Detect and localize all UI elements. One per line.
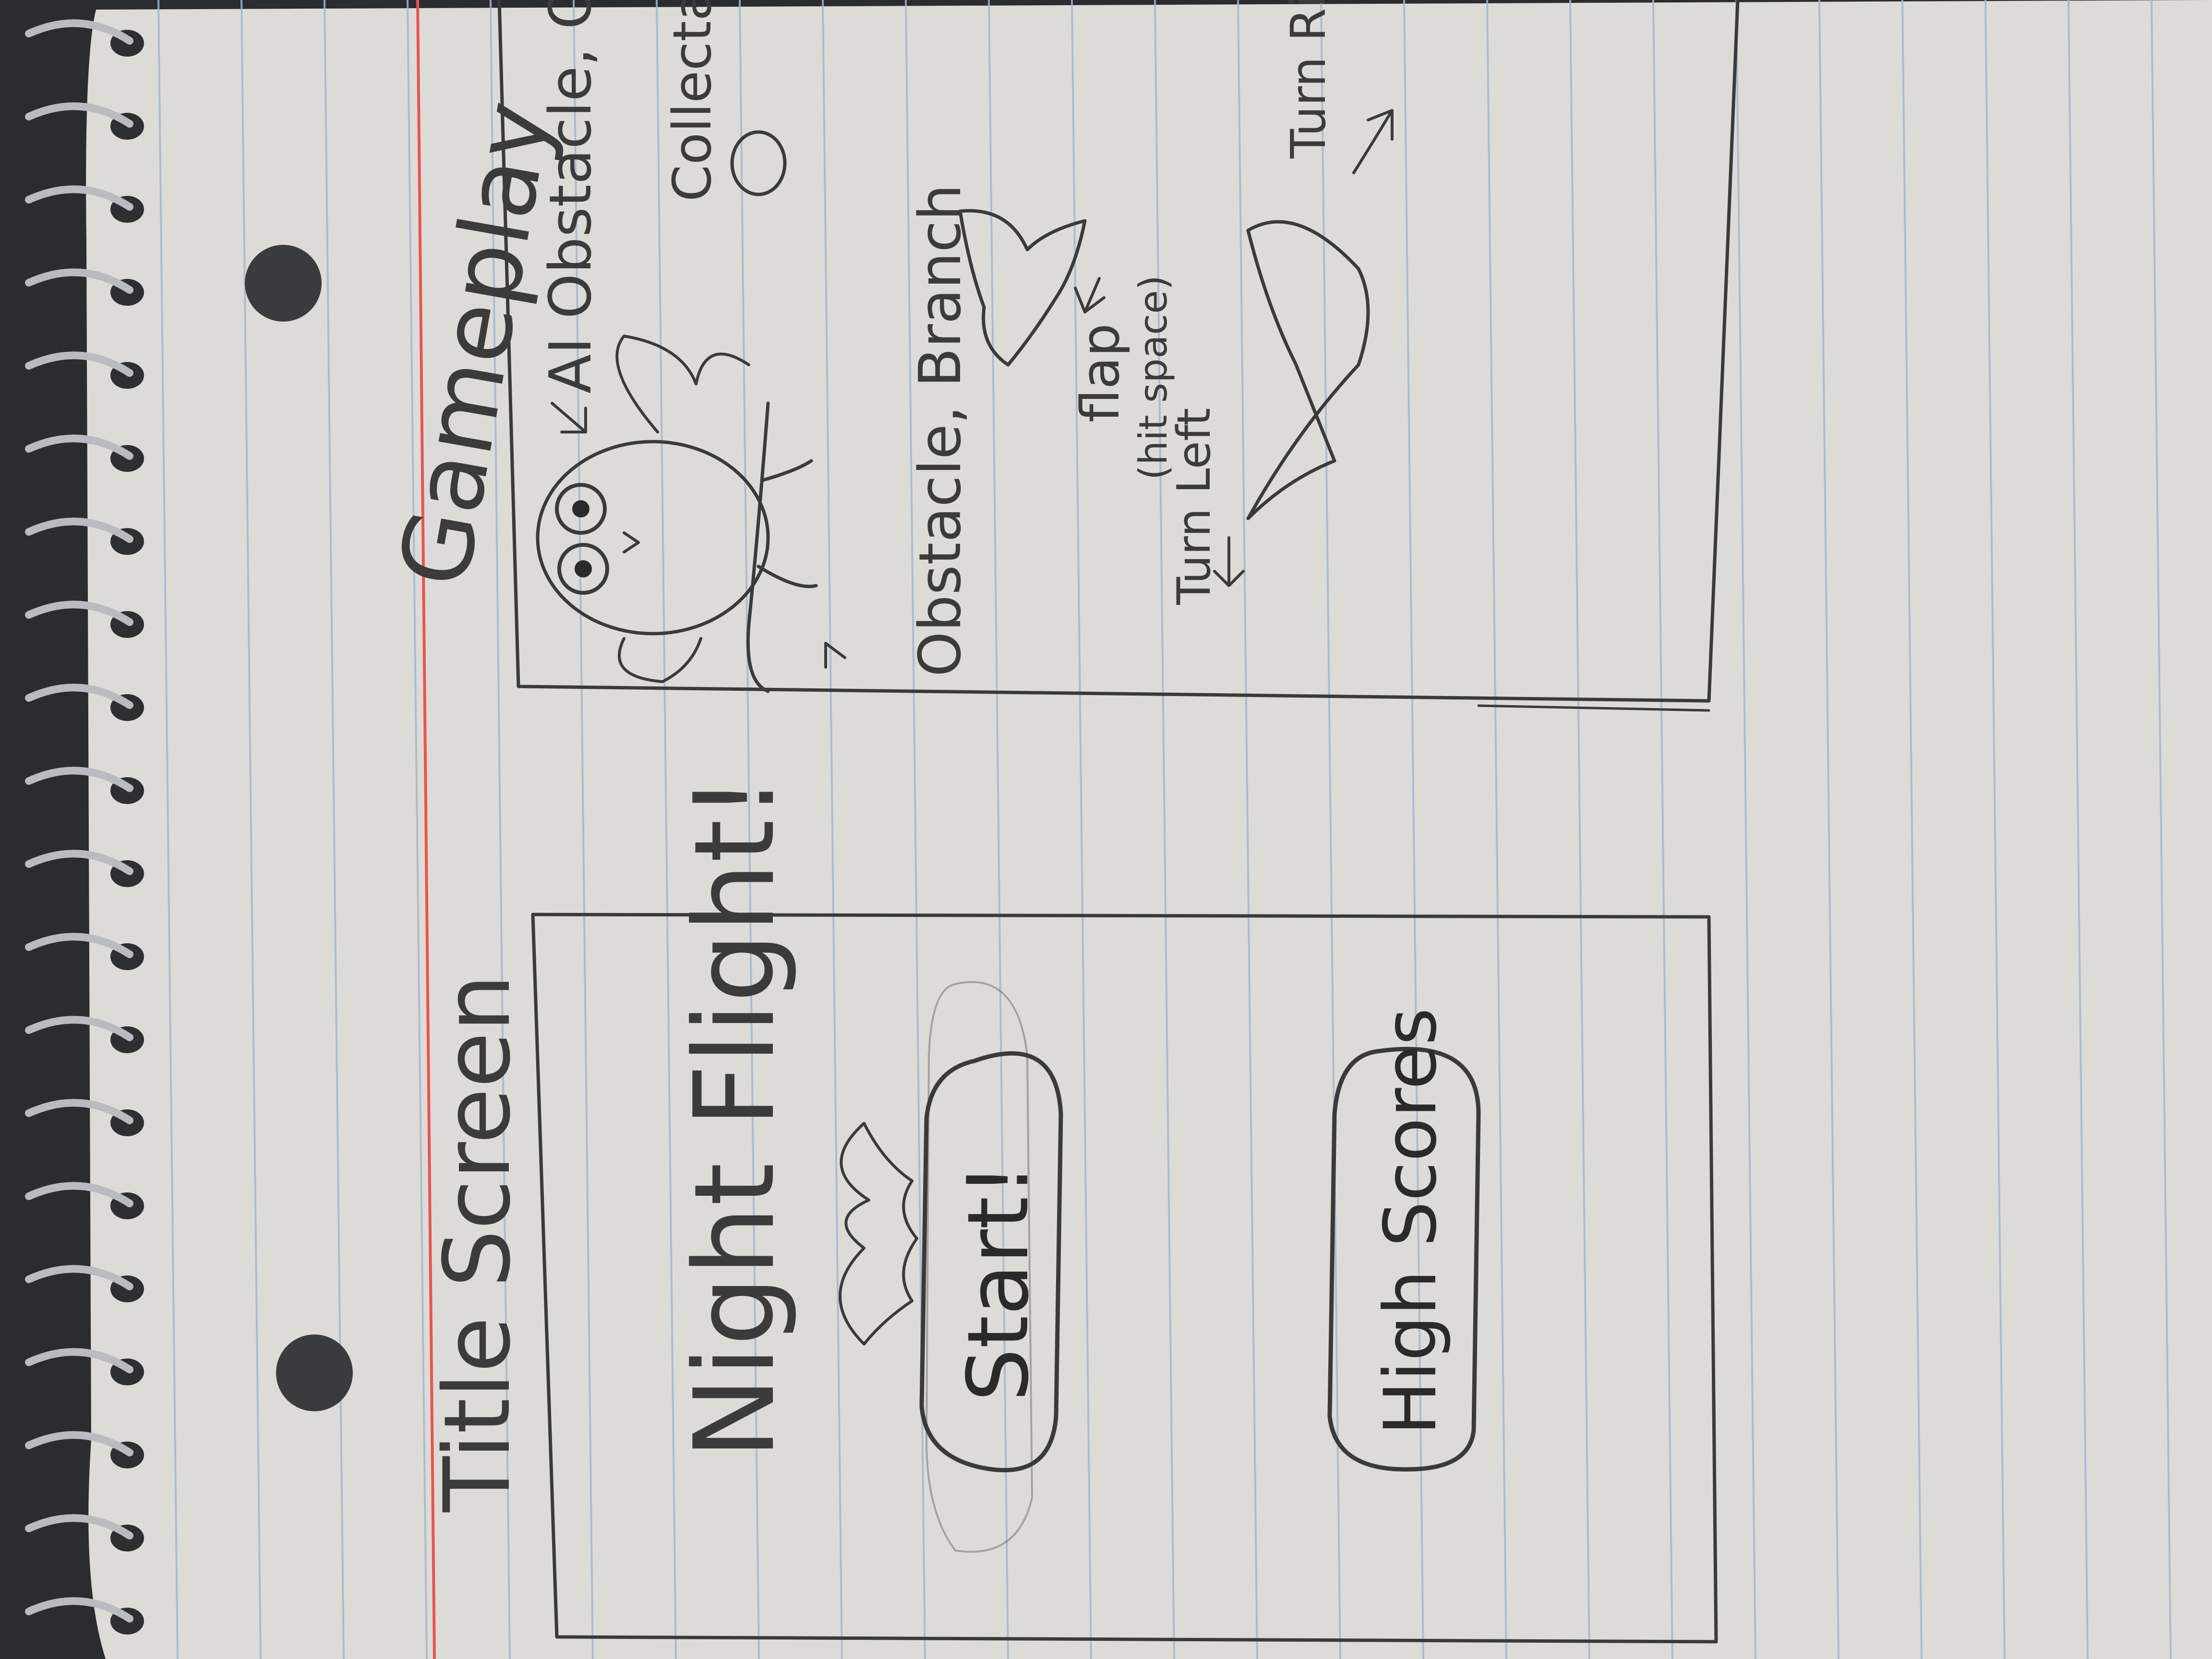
ruled-lines <box>157 0 2172 1659</box>
spiral-coil <box>25 102 133 128</box>
ruled-line <box>1154 0 1175 1659</box>
ruled-line <box>1652 0 1673 1659</box>
spiral-coil <box>25 1597 133 1623</box>
ruled-line <box>2151 0 2172 1659</box>
spiral-coil <box>25 601 133 626</box>
ruled-line <box>1984 0 2006 1659</box>
spiral-coil <box>25 684 133 709</box>
ruled-line <box>490 0 511 1659</box>
ruled-line <box>988 0 1009 1659</box>
ruled-line <box>2068 0 2089 1659</box>
start-button-label: Start! <box>950 1163 1047 1402</box>
spiral-coil <box>25 850 133 875</box>
spiral-coil <box>25 1514 133 1539</box>
gameplay-sketch: Gameplay AI Obstacle, Owl Collectable Ob… <box>378 0 1740 712</box>
flap-bird-icon <box>958 209 1087 367</box>
spiral-coil <box>25 1431 133 1456</box>
spiral-coil <box>25 434 133 460</box>
ruled-line <box>822 0 843 1659</box>
spiral-coil <box>25 517 133 543</box>
ruled-line <box>1320 0 1341 1659</box>
spiral-coil <box>25 767 133 792</box>
spiral-coil <box>25 933 133 958</box>
spiral-coil <box>25 19 133 45</box>
ruled-line <box>1071 0 1092 1659</box>
collectable-label: Collectable <box>661 0 723 202</box>
spiral-coil <box>25 268 133 294</box>
spiral-coil <box>25 351 133 377</box>
punch-hole <box>245 245 322 322</box>
title-screen-sketch: Title Screen Night Flight! Start! High S… <box>424 775 1718 1644</box>
ruled-line <box>1818 0 1839 1659</box>
spiral-coil <box>25 185 133 211</box>
branch-label: Obstacle, Branch <box>907 184 974 677</box>
spiral-coil <box>25 1016 133 1041</box>
spiral-coil <box>25 1099 133 1124</box>
ruled-line <box>1735 0 1756 1659</box>
flap-label: flap <box>1070 323 1131 422</box>
bat-icon <box>839 1122 918 1346</box>
ruled-line <box>1403 0 1424 1659</box>
spiral-coil <box>25 1265 133 1290</box>
collectable-icon <box>730 130 787 196</box>
high-scores-button[interactable]: High Scores <box>1327 1008 1481 1472</box>
start-button[interactable]: Start! <box>919 1051 1063 1473</box>
game-title: Night Flight! <box>671 775 799 1459</box>
ruled-line <box>1569 0 1590 1659</box>
branch-icon <box>746 401 818 693</box>
ai-obstacle-label: AI Obstacle, Owl <box>538 0 604 394</box>
notebook-page <box>86 0 2212 1659</box>
ruled-line <box>157 0 179 1659</box>
punch-hole <box>276 1334 353 1411</box>
ruled-line <box>1901 0 1923 1659</box>
ruled-line <box>240 0 262 1659</box>
ruled-line <box>1486 0 1507 1659</box>
flap-hint: (hit space) <box>1131 275 1176 480</box>
high-scores-button-label: High Scores <box>1369 1008 1453 1435</box>
ruled-line <box>739 0 760 1659</box>
title-screen-heading: Title Screen <box>424 974 530 1513</box>
spiral-binding <box>25 19 144 1635</box>
owl-icon <box>536 335 770 683</box>
ruled-line <box>573 0 594 1659</box>
ruled-line <box>1237 0 1258 1659</box>
margin-line <box>416 0 436 1659</box>
turn-bird-icon <box>1246 220 1370 520</box>
ruled-line <box>656 0 677 1659</box>
turn-left-label: Turn Left <box>1168 408 1221 605</box>
spiral-coil <box>25 1348 133 1373</box>
spiral-coil <box>25 1182 133 1207</box>
turn-right-label: Turn Right <box>1280 0 1336 159</box>
ruled-line <box>407 0 428 1659</box>
